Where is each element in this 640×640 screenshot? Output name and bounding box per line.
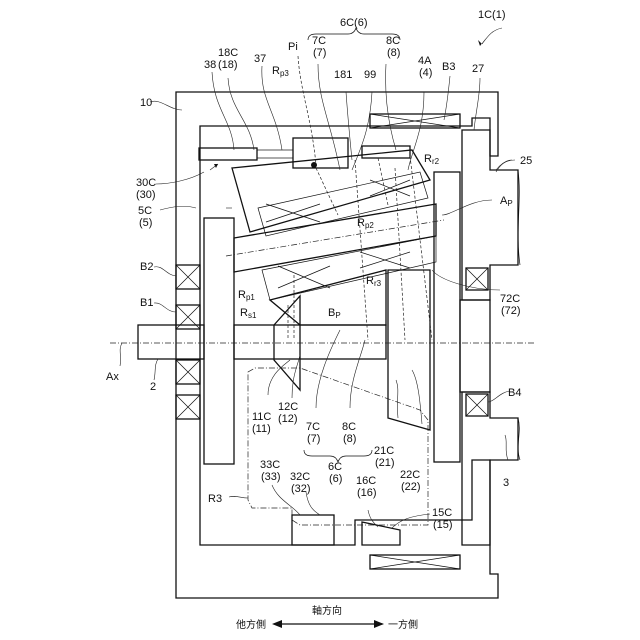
- label-72C-sub: (72): [501, 305, 521, 317]
- label-4A-sub: (4): [419, 67, 432, 79]
- output-housing-25: [462, 130, 520, 545]
- label-7C-top: 7C: [312, 35, 326, 47]
- label-33C: 33C: [260, 459, 280, 471]
- label-30C: 30C: [136, 177, 156, 189]
- label-5C: 5C: [138, 205, 152, 217]
- leader-lines: [120, 56, 515, 528]
- label-21C-sub: (21): [375, 457, 395, 469]
- radius-dimensions: [288, 156, 432, 340]
- label-15C: 15C: [432, 507, 452, 519]
- label-Rp2: Rp2: [357, 217, 374, 230]
- label-Pi: Pi: [288, 41, 298, 53]
- label-Rp3: Rp3: [272, 65, 289, 78]
- planet-gear-upper: [232, 150, 430, 236]
- part-32C: [292, 515, 334, 545]
- legend-one-side: 一方側: [388, 618, 418, 631]
- label-30C-sub: (30): [136, 189, 156, 201]
- label-33C-sub: (33): [261, 471, 281, 483]
- label-16C: 16C: [356, 475, 376, 487]
- input-disk: [204, 218, 234, 464]
- label-Rp1: Rp1: [238, 289, 255, 302]
- label-B1: B1: [140, 297, 153, 309]
- legend-axial-direction: 軸方向: [312, 604, 342, 617]
- label-Bp: BP: [328, 307, 341, 320]
- label-25: 25: [520, 155, 532, 167]
- label-72C: 72C: [500, 293, 520, 305]
- label-16C-sub: (16): [357, 487, 377, 499]
- pivot-point-Pi: [311, 162, 317, 168]
- label-Rs1: Rs1: [240, 307, 257, 320]
- label-Ap: AP: [500, 195, 513, 208]
- label-181: 181: [334, 69, 352, 81]
- label-32C-sub: (32): [291, 483, 311, 495]
- label-B2: B2: [140, 261, 153, 273]
- bearing-B4: [466, 394, 488, 416]
- label-4A: 4A: [418, 55, 432, 67]
- label-3: 3: [503, 477, 509, 489]
- assembly-arrow: [482, 28, 502, 44]
- label-B4: B4: [508, 387, 521, 399]
- label-11C-sub: (11): [252, 423, 271, 435]
- label-27: 27: [472, 63, 484, 75]
- arrowhead-icon: [478, 38, 486, 46]
- label-12C: 12C: [278, 401, 298, 413]
- label-8C-bottom: 8C: [342, 421, 356, 433]
- bearing-bottom: [370, 555, 460, 569]
- label-6C-bottom: 6C: [328, 461, 342, 473]
- label-11C: 11C: [252, 411, 271, 423]
- label-6C-group: 6C(6): [340, 17, 368, 29]
- label-18C-sub: (18): [218, 59, 238, 71]
- label-38: 38: [204, 59, 216, 71]
- label-8C-bottom-sub: (8): [343, 433, 356, 445]
- label-15C-sub: (15): [433, 519, 453, 531]
- bearing-B1: [176, 305, 200, 419]
- label-7C-bottom-sub: (7): [307, 433, 320, 445]
- label-7C-top-sub: (7): [313, 47, 326, 59]
- input-shaft-2: [138, 325, 386, 359]
- label-1C: 1C(1): [478, 9, 506, 21]
- label-7C-bottom: 7C: [306, 421, 320, 433]
- label-2: 2: [150, 381, 156, 393]
- label-99: 99: [364, 69, 376, 81]
- label-6C-bottom-sub: (6): [329, 473, 342, 485]
- label-Ax: Ax: [106, 371, 119, 383]
- bearing-B2: [176, 265, 200, 289]
- label-12C-sub: (12): [278, 413, 298, 425]
- legend-other-side: 他方側: [236, 618, 266, 631]
- label-22C: 22C: [400, 469, 420, 481]
- label-37: 37: [254, 53, 266, 65]
- region-R3: [248, 368, 428, 525]
- label-21C: 21C: [374, 445, 394, 457]
- label-R3: R3: [208, 493, 222, 505]
- part-16C: [362, 522, 400, 545]
- label-18C: 18C: [218, 47, 238, 59]
- planet-pin-shaft: [226, 204, 444, 272]
- label-22C-sub: (22): [401, 481, 421, 493]
- label-10: 10: [140, 97, 152, 109]
- label-Rr2: Rr2: [424, 153, 440, 166]
- label-8C-top: 8C: [386, 35, 400, 47]
- label-Rr3: Rr3: [366, 275, 382, 288]
- label-32C: 32C: [290, 471, 310, 483]
- axial-direction-arrow: [272, 620, 384, 628]
- label-5C-sub: (5): [139, 217, 152, 229]
- label-B3: B3: [442, 61, 455, 73]
- label-8C-top-sub: (8): [387, 47, 400, 59]
- arrowhead-icon: [214, 164, 218, 168]
